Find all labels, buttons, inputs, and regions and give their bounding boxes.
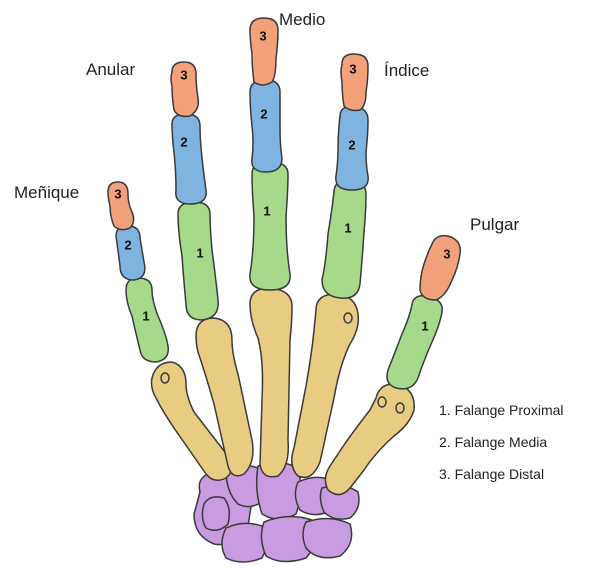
proximal-phalanx-middle — [250, 162, 290, 290]
number-distal-middle: 3 — [259, 28, 266, 43]
number-middle-middle: 2 — [260, 106, 267, 121]
number-distal-ring: 3 — [180, 67, 187, 82]
sesamoid-bone — [344, 313, 352, 323]
number-proximal-thumb: 1 — [421, 318, 428, 333]
label-anular: Anular — [86, 60, 135, 79]
number-proximal-index: 1 — [344, 220, 351, 235]
metacarpal-bones — [152, 288, 415, 495]
carpal-bone — [303, 518, 352, 557]
sesamoid-bone — [396, 403, 404, 413]
legend-item-proximal: 1. Falange Proximal — [439, 402, 564, 418]
label-pulgar: Pulgar — [470, 215, 519, 234]
number-distal-thumb: 3 — [443, 246, 450, 261]
number-middle-pinky: 2 — [124, 237, 131, 252]
sesamoid-bone — [378, 397, 386, 407]
number-distal-pinky: 3 — [114, 186, 121, 201]
number-proximal-ring: 1 — [196, 245, 203, 260]
middle-phalanx-middle — [250, 80, 282, 172]
middle-phalanx-ring — [172, 114, 206, 204]
sesamoid-bone — [161, 373, 169, 383]
legend: 1. Falange Proximal 2. Falange Media 3. … — [439, 402, 564, 482]
carpal-bone — [202, 497, 229, 530]
metacarpal-middle — [250, 288, 292, 477]
number-proximal-middle: 1 — [263, 203, 270, 218]
proximal-phalanx-index — [322, 180, 366, 298]
legend-item-middle: 2. Falange Media — [439, 434, 547, 450]
label-medio: Medio — [279, 10, 325, 29]
carpal-bone — [222, 523, 266, 562]
number-middle-index: 2 — [348, 137, 355, 152]
metacarpal-thumb — [325, 384, 414, 495]
number-middle-ring: 2 — [180, 134, 187, 149]
label-menique: Meñique — [14, 183, 79, 202]
proximal-phalanx-thumb — [387, 296, 442, 389]
number-distal-index: 3 — [349, 61, 356, 76]
label-indice: Índice — [384, 61, 429, 80]
distal-phalanx-thumb — [420, 236, 460, 300]
legend-item-distal: 3. Falange Distal — [439, 466, 544, 482]
proximal-phalanx-ring — [178, 202, 218, 320]
number-proximal-pinky: 1 — [142, 308, 149, 323]
middle-phalanx-pinky — [116, 226, 145, 280]
